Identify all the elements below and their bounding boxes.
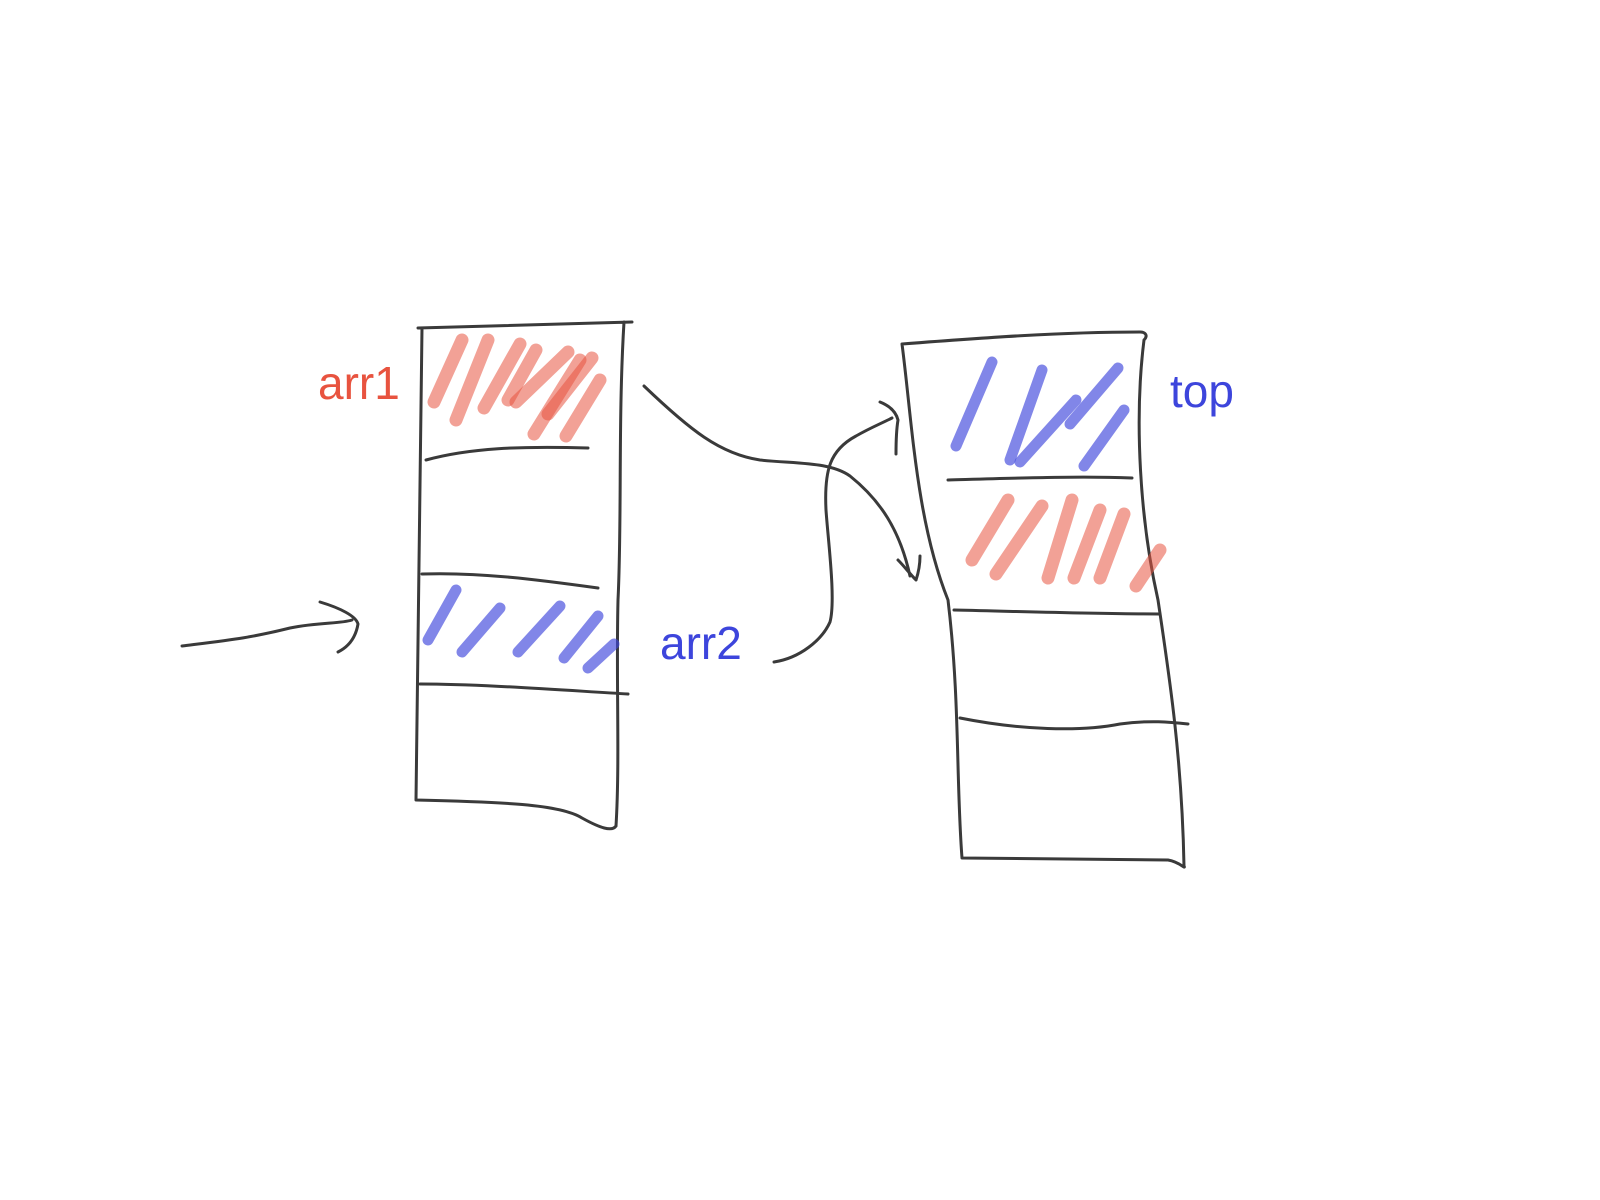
arr1-label: arr1 [318, 357, 400, 409]
right-red-hatching [965, 493, 1167, 593]
left-block-divider-3 [418, 682, 630, 696]
top-label: top [1170, 365, 1234, 417]
hatch-stroke [501, 343, 543, 407]
hatch-stroke [558, 610, 604, 664]
arr2-hatching [422, 584, 620, 674]
hatch-stroke [1078, 404, 1130, 472]
hatch-stroke [989, 499, 1049, 581]
arr2-label: arr2 [660, 617, 742, 669]
hatch-stroke [1064, 362, 1124, 430]
arr1-hatching [427, 333, 607, 443]
arrow-arr1-head [896, 554, 922, 582]
right-block-outline [900, 330, 1186, 869]
hatch-stroke [965, 493, 1015, 567]
hatch-stroke [1129, 543, 1167, 593]
right-block-divider-3 [958, 716, 1190, 731]
left-block-divider-1 [424, 445, 590, 462]
right-block-divider-1 [946, 475, 1134, 482]
hatch-stroke [427, 333, 469, 409]
hatch-stroke [422, 584, 462, 646]
hatch-stroke [950, 356, 998, 452]
hatch-stroke [509, 345, 575, 409]
top-hatching [950, 356, 1130, 472]
arrow-arr2-head [878, 400, 900, 456]
incoming-arrow-shaft [180, 618, 354, 648]
arrow-arr2-shaft [772, 416, 894, 664]
hatch-stroke [512, 600, 566, 658]
hatch-stroke [1041, 493, 1079, 585]
incoming-arrow-head [318, 600, 360, 654]
hatch-stroke [582, 638, 620, 674]
hatch-stroke [449, 333, 495, 427]
arrow-arr1-to-right [642, 384, 922, 582]
hatch-stroke [477, 337, 527, 415]
arrow-arr2-to-top [772, 400, 900, 664]
right-block-divider-2 [952, 608, 1162, 616]
hatch-stroke [456, 602, 506, 658]
arrow-arr1-shaft [642, 384, 912, 578]
hatch-stroke [1093, 507, 1131, 585]
incoming-arrow [180, 600, 360, 654]
left-memory-block [414, 320, 634, 831]
hatch-stroke [527, 353, 587, 441]
right-memory-block [900, 330, 1190, 869]
hatch-stroke [559, 373, 607, 443]
hatch-stroke [1067, 503, 1107, 585]
left-block-outline [414, 320, 634, 831]
hatch-stroke [1014, 394, 1082, 468]
hatch-stroke [1004, 364, 1048, 466]
left-block-divider-2 [420, 572, 600, 590]
